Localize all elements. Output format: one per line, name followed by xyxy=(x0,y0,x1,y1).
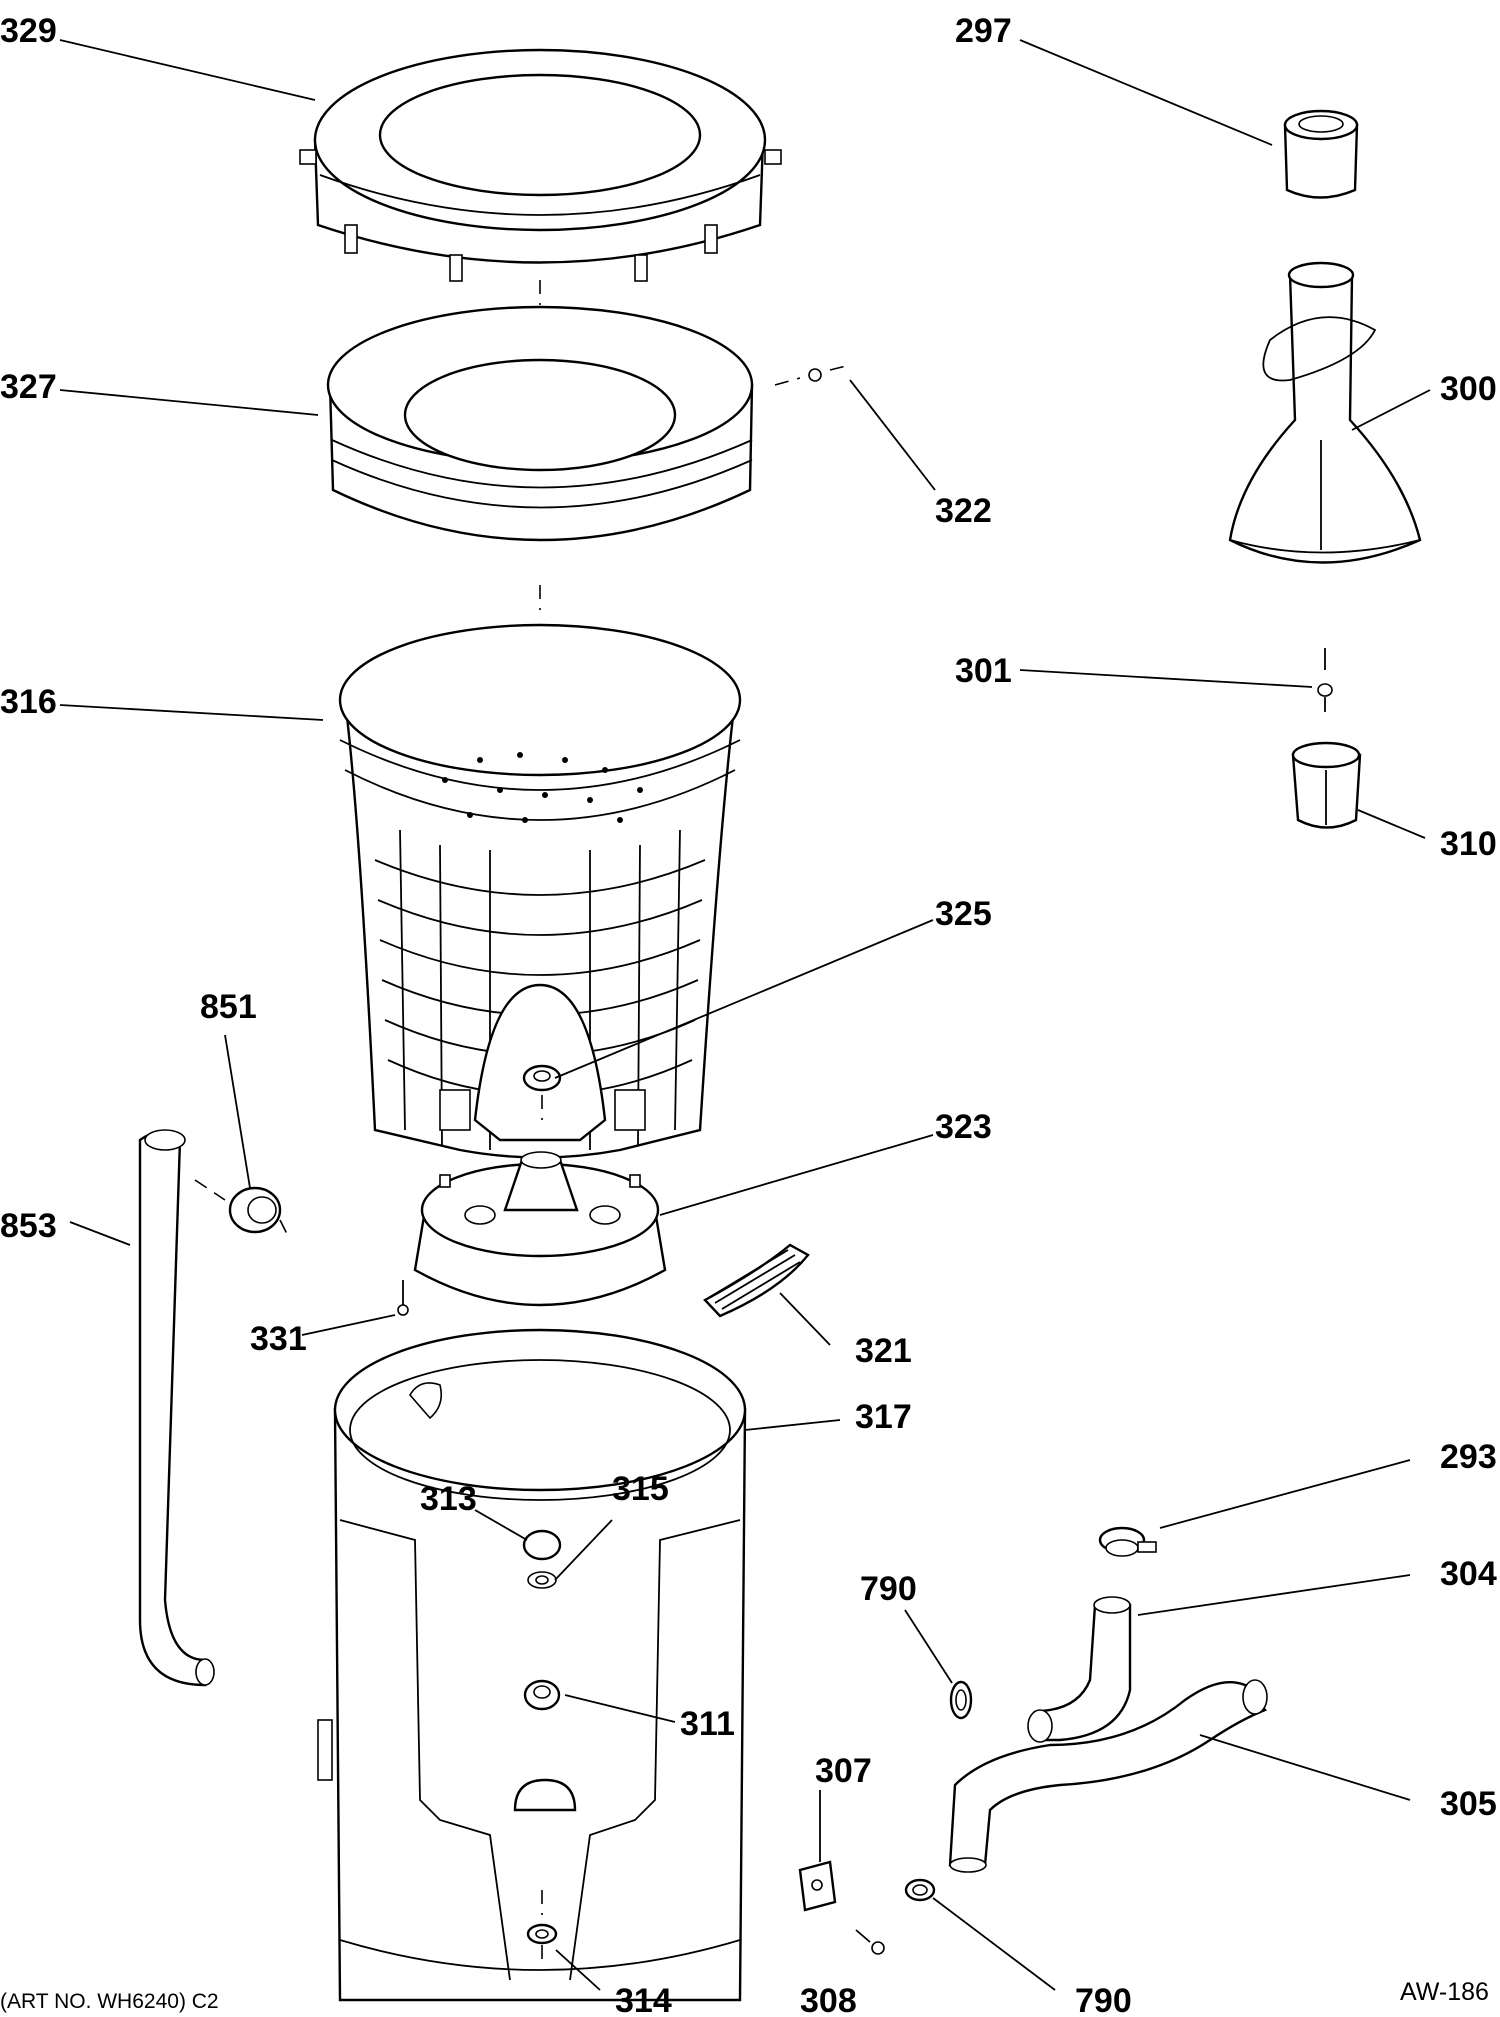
part-327-balance-ring xyxy=(326,305,754,610)
label-322: 322 xyxy=(935,492,992,530)
diagram-code: AW-186 xyxy=(1400,1978,1489,2006)
part-308-screw xyxy=(855,1929,885,1955)
part-317-outer-tub xyxy=(317,1328,747,2002)
label-315: 315 xyxy=(612,1470,669,1508)
label-297: 297 xyxy=(955,12,1012,50)
label-790-upper: 790 xyxy=(860,1570,917,1608)
part-293-clamp xyxy=(1098,1526,1157,1557)
part-307-bracket xyxy=(798,1860,837,1912)
part-322-screw xyxy=(774,364,851,386)
label-325: 325 xyxy=(935,895,992,933)
part-297-cap xyxy=(1283,109,1359,199)
label-331: 331 xyxy=(250,1320,307,1358)
part-310-adapter xyxy=(1291,741,1362,829)
part-323-hub xyxy=(413,1151,667,1307)
part-851-cap xyxy=(194,1179,291,1241)
label-316: 316 xyxy=(0,683,57,721)
label-293: 293 xyxy=(1440,1438,1497,1476)
label-853: 853 xyxy=(0,1207,57,1245)
label-304: 304 xyxy=(1440,1555,1497,1593)
part-329-tub-cover xyxy=(299,48,782,305)
part-314-ring xyxy=(526,1923,558,1965)
art-number: (ART NO. WH6240) C2 xyxy=(0,1990,219,2013)
label-327: 327 xyxy=(0,368,57,406)
part-300-agitator xyxy=(1228,261,1422,564)
label-308: 308 xyxy=(800,1982,857,2017)
label-323: 323 xyxy=(935,1108,992,1146)
label-310: 310 xyxy=(1440,825,1497,863)
label-314: 314 xyxy=(615,1982,672,2017)
label-329: 329 xyxy=(0,12,57,50)
label-851: 851 xyxy=(200,988,257,1026)
part-301-bolt xyxy=(1317,648,1333,712)
label-301: 301 xyxy=(955,652,1012,690)
label-313: 313 xyxy=(420,1480,477,1518)
label-307: 307 xyxy=(815,1752,872,1790)
part-321-filter xyxy=(703,1243,810,1318)
label-317: 317 xyxy=(855,1398,912,1436)
label-300: 300 xyxy=(1440,370,1497,408)
label-311: 311 xyxy=(680,1705,735,1743)
part-331-screw xyxy=(397,1280,409,1316)
part-labels: 329 327 316 851 853 331 313 315 311 314 … xyxy=(0,12,1497,2017)
part-305-drain-hose xyxy=(948,1679,1268,1873)
part-790-clip-lower xyxy=(904,1878,936,1902)
part-790-clip-upper xyxy=(949,1680,973,1720)
part-325-nut xyxy=(522,1064,562,1120)
leader-lines xyxy=(59,39,1431,1991)
part-853-hose xyxy=(138,1129,215,1687)
label-321: 321 xyxy=(855,1332,912,1370)
label-305: 305 xyxy=(1440,1785,1497,1823)
part-304-elbow xyxy=(1027,1596,1132,1743)
label-790-lower: 790 xyxy=(1075,1982,1132,2017)
